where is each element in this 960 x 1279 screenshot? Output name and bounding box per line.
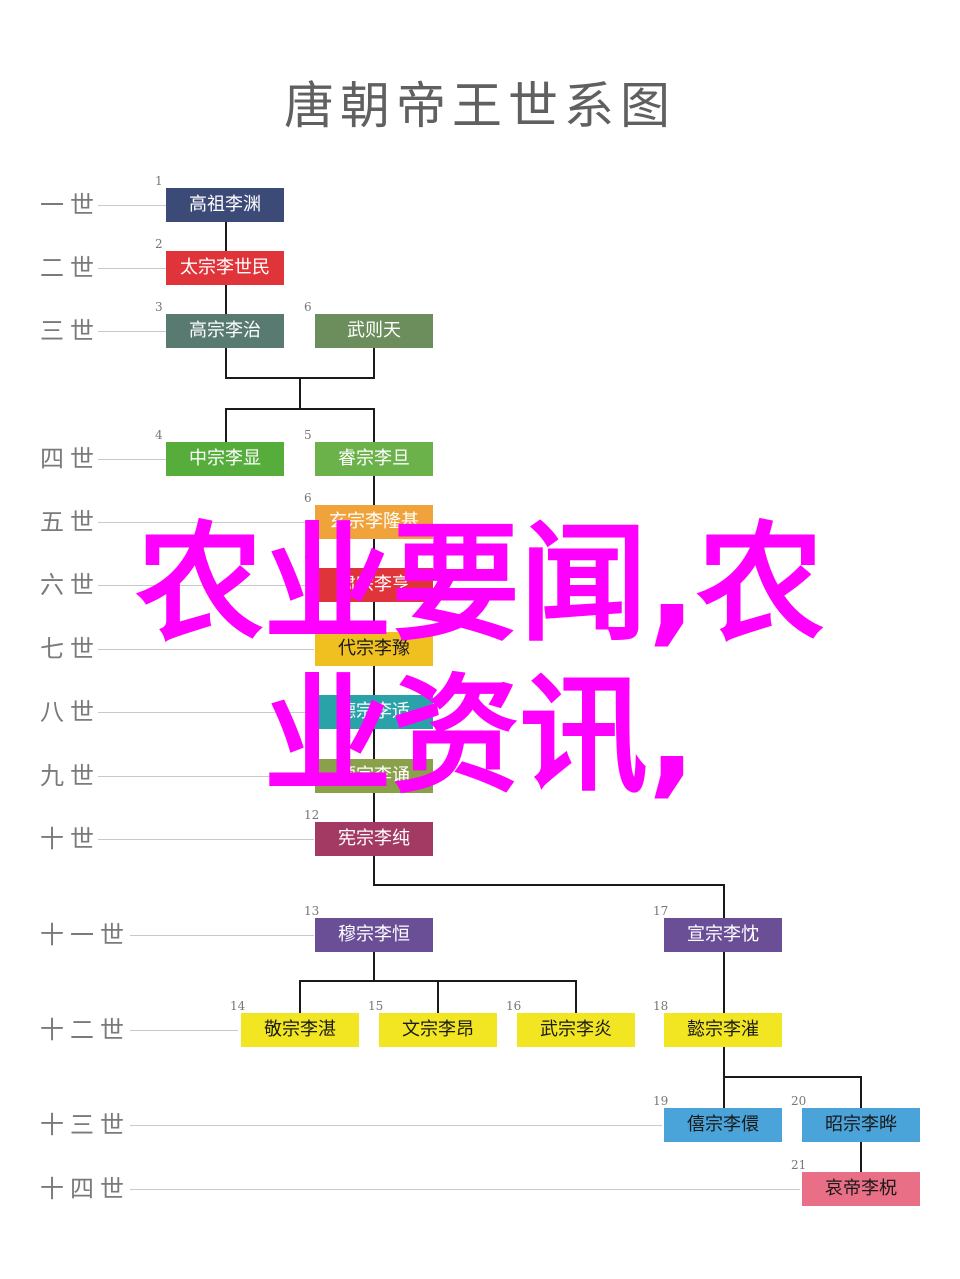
- connector-line: [373, 347, 375, 379]
- emperor-box: 穆宗李恒: [315, 918, 433, 952]
- guide-rule: [98, 776, 314, 777]
- guide-rule: [98, 459, 166, 460]
- generation-label: 十世: [40, 825, 100, 853]
- connector-line: [299, 980, 301, 1014]
- emperor-box: 昭宗李晔: [802, 1108, 920, 1142]
- connector-line: [373, 950, 375, 982]
- emperor-box: 宪宗李纯: [315, 822, 433, 856]
- emperor-box: 太宗李世民: [166, 251, 284, 285]
- emperor-box: 玄宗李隆基: [315, 505, 433, 539]
- emperor-number: 6: [304, 491, 312, 505]
- emperor-number: 10: [304, 681, 320, 695]
- emperor-number: 11: [304, 745, 320, 759]
- guide-rule: [130, 1030, 238, 1031]
- guide-rule: [130, 1125, 662, 1126]
- generation-label: 八世: [40, 698, 100, 726]
- generation-label: 六世: [40, 571, 100, 599]
- emperor-box: 敬宗李湛: [241, 1013, 359, 1047]
- emperor-number: 17: [653, 904, 669, 918]
- emperor-number: 4: [155, 428, 163, 442]
- emperor-number: 8: [304, 618, 312, 632]
- emperor-number: 16: [506, 999, 522, 1013]
- connector-line: [723, 884, 725, 919]
- emperor-number: 3: [155, 300, 163, 314]
- emperor-number: 5: [304, 428, 312, 442]
- emperor-number: 6: [304, 300, 312, 314]
- connector-line: [860, 1076, 862, 1110]
- generation-label: 十三世: [40, 1111, 130, 1139]
- connector-line: [437, 980, 439, 1014]
- overlay-text-line-2: 业资讯,: [263, 662, 697, 811]
- emperor-box: 武则天: [315, 314, 433, 348]
- guide-rule: [98, 331, 166, 332]
- emperor-number: 18: [653, 999, 669, 1013]
- generation-label: 五世: [40, 508, 100, 536]
- guide-rule: [98, 205, 166, 206]
- emperor-number: 13: [304, 904, 320, 918]
- generation-label: 二世: [40, 254, 100, 282]
- generation-label: 九世: [40, 762, 100, 790]
- guide-rule: [130, 935, 314, 936]
- chart-title: 唐朝帝王世系图: [284, 77, 676, 135]
- emperor-box: 懿宗李漼: [664, 1013, 782, 1047]
- emperor-number: 1: [155, 174, 163, 188]
- emperor-box: 宣宗李忱: [664, 918, 782, 952]
- emperor-box: 武宗李炎: [517, 1013, 635, 1047]
- guide-rule: [98, 712, 314, 713]
- guide-rule: [98, 522, 314, 523]
- connector-line: [299, 377, 301, 410]
- emperor-box: 中宗李显: [166, 442, 284, 476]
- emperor-box: 文宗李昂: [379, 1013, 497, 1047]
- emperor-number: 12: [304, 808, 320, 822]
- emperor-box: 肃宗李亨: [315, 568, 433, 602]
- emperor-number: 7: [304, 554, 312, 568]
- emperor-number: 19: [653, 1094, 669, 1108]
- guide-rule: [130, 1189, 800, 1190]
- emperor-box: 代宗李豫: [315, 632, 433, 666]
- generation-label: 七世: [40, 635, 100, 663]
- connector-line: [723, 1046, 725, 1110]
- generation-label: 一世: [40, 191, 100, 219]
- guide-rule: [98, 268, 166, 269]
- connector-line: [723, 950, 725, 1014]
- connector-line: [225, 408, 227, 443]
- connector-line: [575, 980, 577, 1014]
- connector-line: [225, 220, 227, 379]
- guide-rule: [98, 839, 314, 840]
- connector-line: [723, 1076, 862, 1078]
- guide-rule: [98, 649, 314, 650]
- emperor-number: 21: [791, 1158, 807, 1172]
- emperor-number: 2: [155, 237, 163, 251]
- connector-line: [860, 1141, 862, 1174]
- emperor-number: 20: [791, 1094, 807, 1108]
- guide-rule: [98, 585, 314, 586]
- generation-label: 三世: [40, 317, 100, 345]
- emperor-box: 高祖李渊: [166, 188, 284, 222]
- emperor-number: 14: [230, 999, 246, 1013]
- generation-label: 十一世: [40, 921, 130, 949]
- emperor-number: 15: [368, 999, 384, 1013]
- connector-line: [373, 884, 725, 886]
- emperor-box: 高宗李治: [166, 314, 284, 348]
- emperor-box: 哀帝李柷: [802, 1172, 920, 1206]
- emperor-box: 睿宗李旦: [315, 442, 433, 476]
- generation-label: 十二世: [40, 1016, 130, 1044]
- emperor-box: 德宗李适: [315, 695, 433, 729]
- generation-label: 四世: [40, 445, 100, 473]
- connector-line: [225, 408, 375, 410]
- emperor-box: 僖宗李儇: [664, 1108, 782, 1142]
- emperor-box: 顺宗李诵: [315, 759, 433, 793]
- generation-label: 十四世: [40, 1175, 130, 1203]
- overlay-text-line-1: 农业要闻,农: [135, 510, 825, 659]
